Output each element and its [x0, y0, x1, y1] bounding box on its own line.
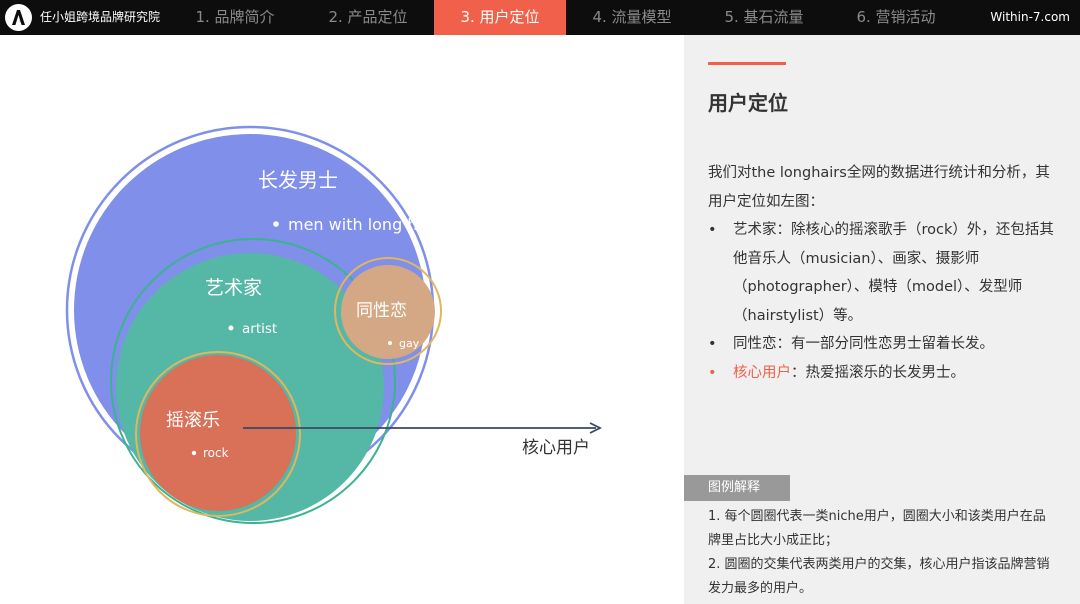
gay-title: 同性恋	[356, 300, 407, 321]
artist-outer-ring	[110, 238, 396, 524]
rock-outer-ring	[135, 351, 301, 517]
bullet-dot: •	[708, 222, 717, 238]
gay-outer-ring	[334, 257, 442, 365]
bullet-text: 有一部分同性恋男士留着长发。	[791, 336, 994, 352]
tab-product-positioning[interactable]: 2. 产品定位	[328, 8, 408, 26]
bullet-label: 核心用户	[733, 364, 791, 381]
bullet-text: ：热爱摇滚乐的长发男士。	[791, 364, 965, 381]
artist-title: 艺术家	[205, 277, 262, 299]
arrow-head-icon	[589, 422, 603, 434]
gay-tag-dot	[388, 341, 392, 345]
rock-tag-dot	[191, 450, 197, 456]
long-hair-tag: men with long hair	[288, 215, 439, 234]
tab-brand-intro[interactable]: 1. 品牌简介	[195, 8, 275, 26]
bullet-core-user: • 核心用户：热爱摇滚乐的长发男士。	[708, 359, 1058, 388]
artist-tag: artist	[242, 321, 277, 337]
bullet-gay: • 同性恋：有一部分同性恋男士留着长发。	[708, 330, 1058, 359]
venn-diagram: 长发男士 men with long hair 艺术家 artist 同性恋 g…	[65, 125, 603, 524]
brand-name: 任小姐跨境品牌研究院	[40, 10, 161, 24]
core-user-label: 核心用户	[522, 438, 590, 458]
legend-item: 1. 每个圆圈代表一类niche用户，圆圈大小和该类用户在品牌里占比大小成正比；	[708, 509, 1046, 548]
tab-marketing[interactable]: 6. 营销活动	[856, 8, 936, 26]
bullet-dot: •	[708, 336, 717, 352]
tab-traffic-model[interactable]: 4. 流量模型	[592, 8, 672, 26]
panel-title: 用户定位	[708, 91, 788, 115]
artist-tag-dot	[228, 325, 234, 331]
long-hair-tag-dot	[273, 221, 279, 227]
tab-base-traffic[interactable]: 5. 基石流量	[724, 8, 804, 26]
legend-item: 2. 圆圈的交集代表两类用户的交集，核心用户指该品牌营销发力最多的用户。	[708, 557, 1050, 596]
bullet-label: 艺术家：	[733, 222, 791, 238]
long-hair-title: 长发男士	[258, 168, 338, 192]
description: 我们对the longhairs全网的数据进行统计和分析，其用户定位如左图： •…	[708, 159, 1058, 387]
info-panel: 用户定位 我们对the longhairs全网的数据进行统计和分析，其用户定位如…	[684, 35, 1080, 604]
intro-text: 我们对the longhairs全网的数据进行统计和分析，其用户定位如左图：	[708, 165, 1050, 210]
rock-tag: rock	[203, 446, 229, 460]
bullet-dot: •	[708, 364, 717, 381]
legend-text: 1. 每个圆圈代表一类niche用户，圆圈大小和该类用户在品牌里占比大小成正比；…	[708, 505, 1058, 601]
legend-tag: 图例解释	[684, 475, 790, 501]
top-nav-bar: 任小姐跨境品牌研究院 1. 品牌简介 2. 产品定位 3. 用户定位 4. 流量…	[0, 0, 1080, 35]
bullet-text: 除核心的摇滚歌手（rock）外，还包括其他音乐人（musician）、画家、摄影…	[733, 222, 1054, 324]
brand-logo-icon	[5, 4, 32, 31]
tab-user-positioning[interactable]: 3. 用户定位	[434, 0, 566, 35]
rock-circle	[140, 355, 296, 511]
bullet-label: 同性恋：	[733, 336, 791, 352]
bullet-artist: • 艺术家：除核心的摇滚歌手（rock）外，还包括其他音乐人（musician）…	[708, 216, 1058, 330]
accent-line	[708, 62, 786, 65]
gay-circle	[341, 265, 435, 359]
rock-title: 摇滚乐	[166, 410, 220, 431]
site-link[interactable]: Within-7.com	[990, 10, 1070, 24]
gay-tag: gay	[399, 337, 420, 350]
